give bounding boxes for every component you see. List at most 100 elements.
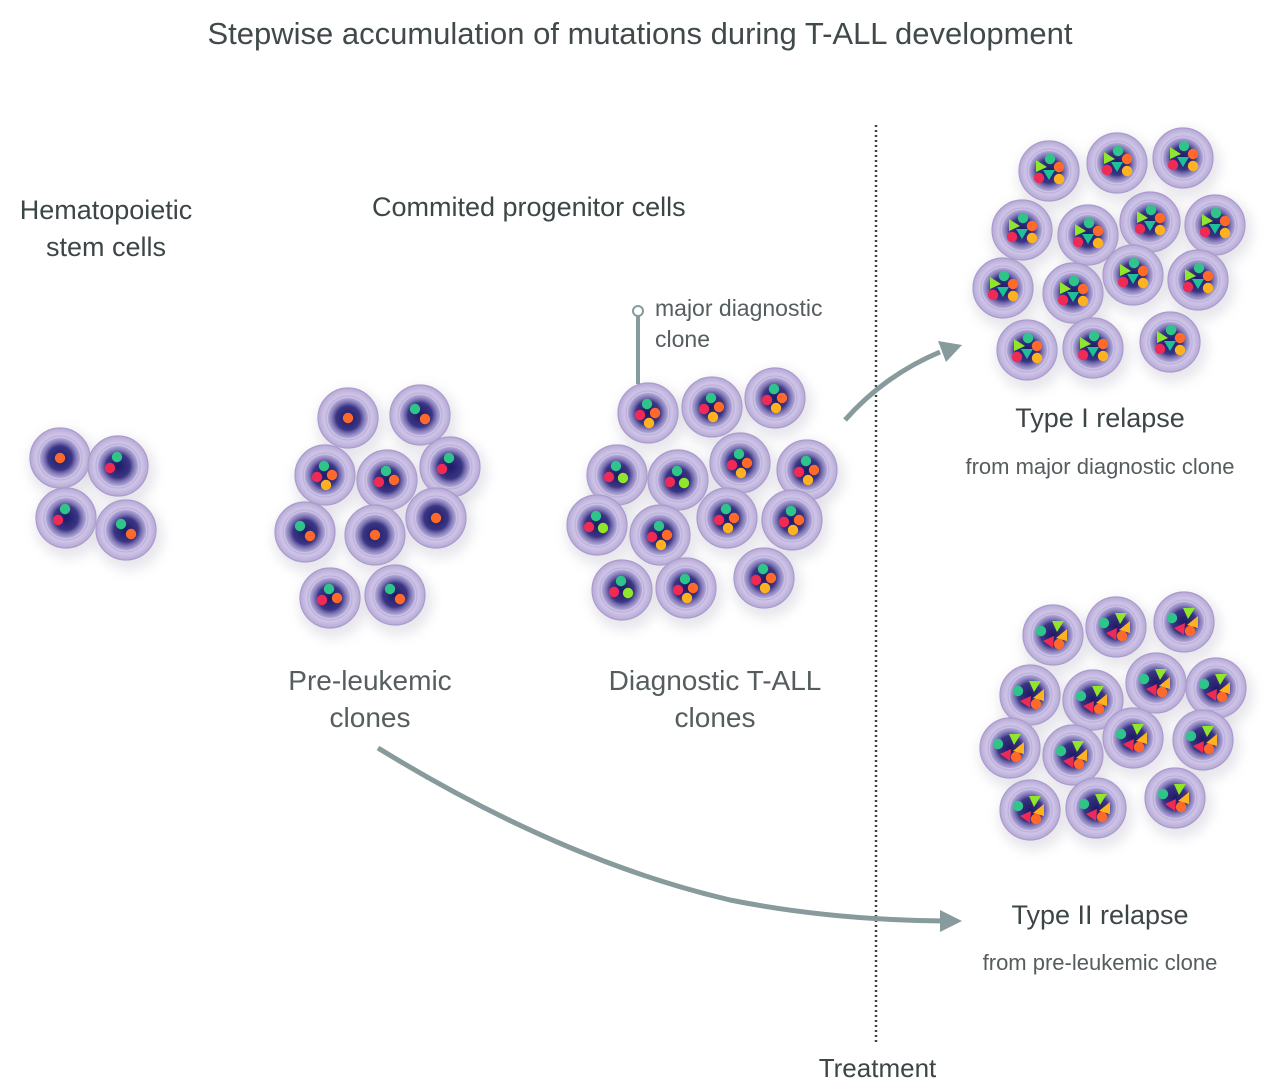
type-i-relapse-clones-cell (1042, 262, 1110, 333)
mutation-dot (115, 518, 127, 530)
mutation-dot (1128, 257, 1140, 269)
mutation-triangle (1052, 621, 1064, 632)
mutation-dot (419, 413, 431, 425)
mutation-triangle (1146, 684, 1157, 696)
mutation-dot (698, 403, 710, 415)
mutation-dot (1011, 351, 1023, 363)
diagnostic-label-line2: clones (674, 702, 756, 733)
mutation-triangle (1020, 811, 1031, 823)
mutation-triangle (1185, 269, 1196, 281)
mutation-dot (342, 412, 354, 424)
mutation-dot (1077, 349, 1089, 361)
mutation-triangle (1036, 160, 1047, 172)
mutation-dot (722, 522, 734, 534)
mutation-dot (1121, 165, 1133, 177)
mutation-dot (787, 524, 799, 536)
mutation-dot (1072, 236, 1084, 248)
type-ii-relapse-clones-cell (1065, 777, 1133, 848)
mutation-dot (1098, 617, 1110, 629)
pre-leukemic-clones-cell (405, 487, 473, 558)
mutation-dot (320, 479, 332, 491)
mutation-dot (768, 383, 780, 395)
mutation-dot (1077, 283, 1089, 295)
mutation-dot (1010, 751, 1022, 763)
mutation-triangle (1155, 669, 1167, 680)
hematopoietic-stem-cells-cell (87, 435, 155, 506)
mutation-dot (1137, 265, 1149, 277)
mutation-dot (59, 503, 71, 515)
mutation-dot (1116, 630, 1128, 642)
committed-progenitor-label: Commited progenitor cells (372, 192, 686, 222)
mutation-dot (1096, 811, 1108, 823)
mutation-dot (1075, 690, 1087, 702)
type-ii-relapse-clones-cell (1125, 652, 1193, 723)
diagnostic-label: Diagnostic T-ALL clones (590, 662, 840, 736)
type-i-relapse-clones-cell (1167, 249, 1235, 320)
mutation-dot (761, 394, 773, 406)
mutation-dot (1053, 638, 1065, 650)
hematopoietic-stem-cells-cell (29, 427, 97, 498)
mutation-dot (311, 471, 323, 483)
type-i-relapse-clones-cell (1086, 132, 1154, 203)
mutation-dot (1097, 350, 1109, 362)
mutation-dot (1184, 625, 1196, 637)
hematopoietic-stem-cells-label: Hematopoietic stem cells (8, 192, 204, 266)
type-i-relapse-clones-cell (972, 257, 1040, 328)
mutation-triangle (1120, 264, 1131, 276)
mutation-dot (661, 529, 673, 541)
mutation-dot (294, 520, 306, 532)
mutation-dot (653, 520, 665, 532)
mutation-dot (1112, 145, 1124, 157)
mutation-dot (1092, 225, 1104, 237)
arrow-to-type-i (843, 349, 941, 422)
mutation-dot (1187, 148, 1199, 160)
mutation-dot (608, 586, 620, 598)
mutation-dot (802, 474, 814, 486)
mutation-dot (641, 398, 653, 410)
mutation-dot (1053, 173, 1065, 185)
pre-leukemic-label-line2: clones (329, 702, 411, 733)
mutation-dot (649, 407, 661, 419)
mutation-dot (1199, 226, 1211, 238)
mutation-dot (1178, 140, 1190, 152)
mutation-triangle (1095, 794, 1107, 805)
hsc-label-line2: stem cells (45, 232, 167, 262)
mutation-dot (1121, 153, 1133, 165)
mutation-dot (733, 448, 745, 460)
type-i-relapse-clones-cell (1018, 140, 1086, 211)
mutation-dot (1175, 801, 1187, 813)
mutation-dot (1026, 220, 1038, 232)
mutation-dot (1193, 262, 1205, 274)
mutation-dot (1007, 290, 1019, 302)
arrowhead-type-ii (940, 910, 962, 932)
mutation-triangle (1164, 341, 1176, 351)
type-ii-relapse-clones-cell (1102, 707, 1170, 778)
diagnostic-clones-cell (761, 489, 829, 560)
hsc-label-line1: Hematopoietic (19, 195, 193, 225)
mutation-dot (1174, 332, 1186, 344)
mutation-dot (785, 505, 797, 517)
mutation-triangle (1029, 681, 1041, 692)
mutation-triangle (1033, 804, 1044, 816)
mutation-triangle (1086, 809, 1097, 821)
mutation-triangle (1157, 331, 1168, 343)
mutation-triangle (1106, 628, 1117, 640)
mutation-triangle (1087, 347, 1099, 357)
mutation-triangle (1056, 629, 1067, 641)
mutation-triangle (1043, 170, 1055, 180)
mutation-dot (1117, 276, 1129, 288)
mutation-dot (1138, 673, 1150, 685)
type-i-relapse-clones-cell (991, 199, 1059, 270)
mutation-dot (1012, 800, 1024, 812)
mutation-dot (987, 289, 999, 301)
pre-leukemic-clones-cell (317, 387, 385, 458)
mutation-dot (603, 471, 615, 483)
mutation-triangle (1020, 696, 1031, 708)
mutation-dot (705, 392, 717, 404)
mutation-dot (1167, 159, 1179, 171)
hematopoietic-stem-cells-cell (95, 499, 163, 570)
type-i-relapse-clones-cell (996, 319, 1064, 390)
pre-leukemic-clones-cell (299, 567, 367, 638)
mutation-dot (1101, 164, 1113, 176)
type-ii-relapse-clones-cell (1085, 596, 1153, 667)
